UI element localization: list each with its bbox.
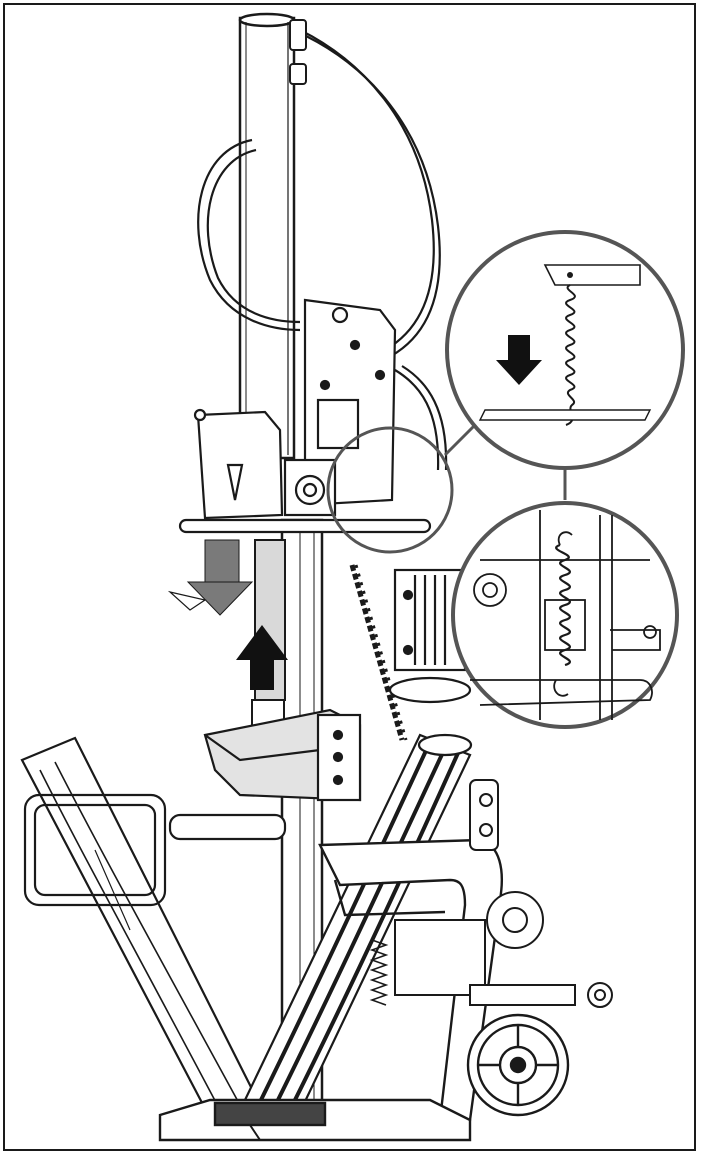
lift-up-arrow (236, 625, 288, 690)
column-spring (369, 939, 389, 1006)
top-fittings (289, 19, 307, 85)
drive-linkage (394, 779, 613, 1008)
detail-marker-circle (326, 426, 454, 554)
side-frame-rails (23, 793, 287, 907)
chain (349, 564, 408, 741)
wheel (466, 1013, 570, 1117)
motor (388, 568, 472, 704)
left-log-table (20, 736, 262, 1120)
splitting-wedge (203, 708, 362, 802)
base-plate (158, 1098, 472, 1142)
spring-schematic-callout (445, 230, 685, 470)
spring-pull-arrow (496, 335, 542, 385)
push-down-arrow (167, 539, 254, 616)
spring-detail-callout (451, 501, 679, 729)
handle-bar (178, 518, 432, 534)
